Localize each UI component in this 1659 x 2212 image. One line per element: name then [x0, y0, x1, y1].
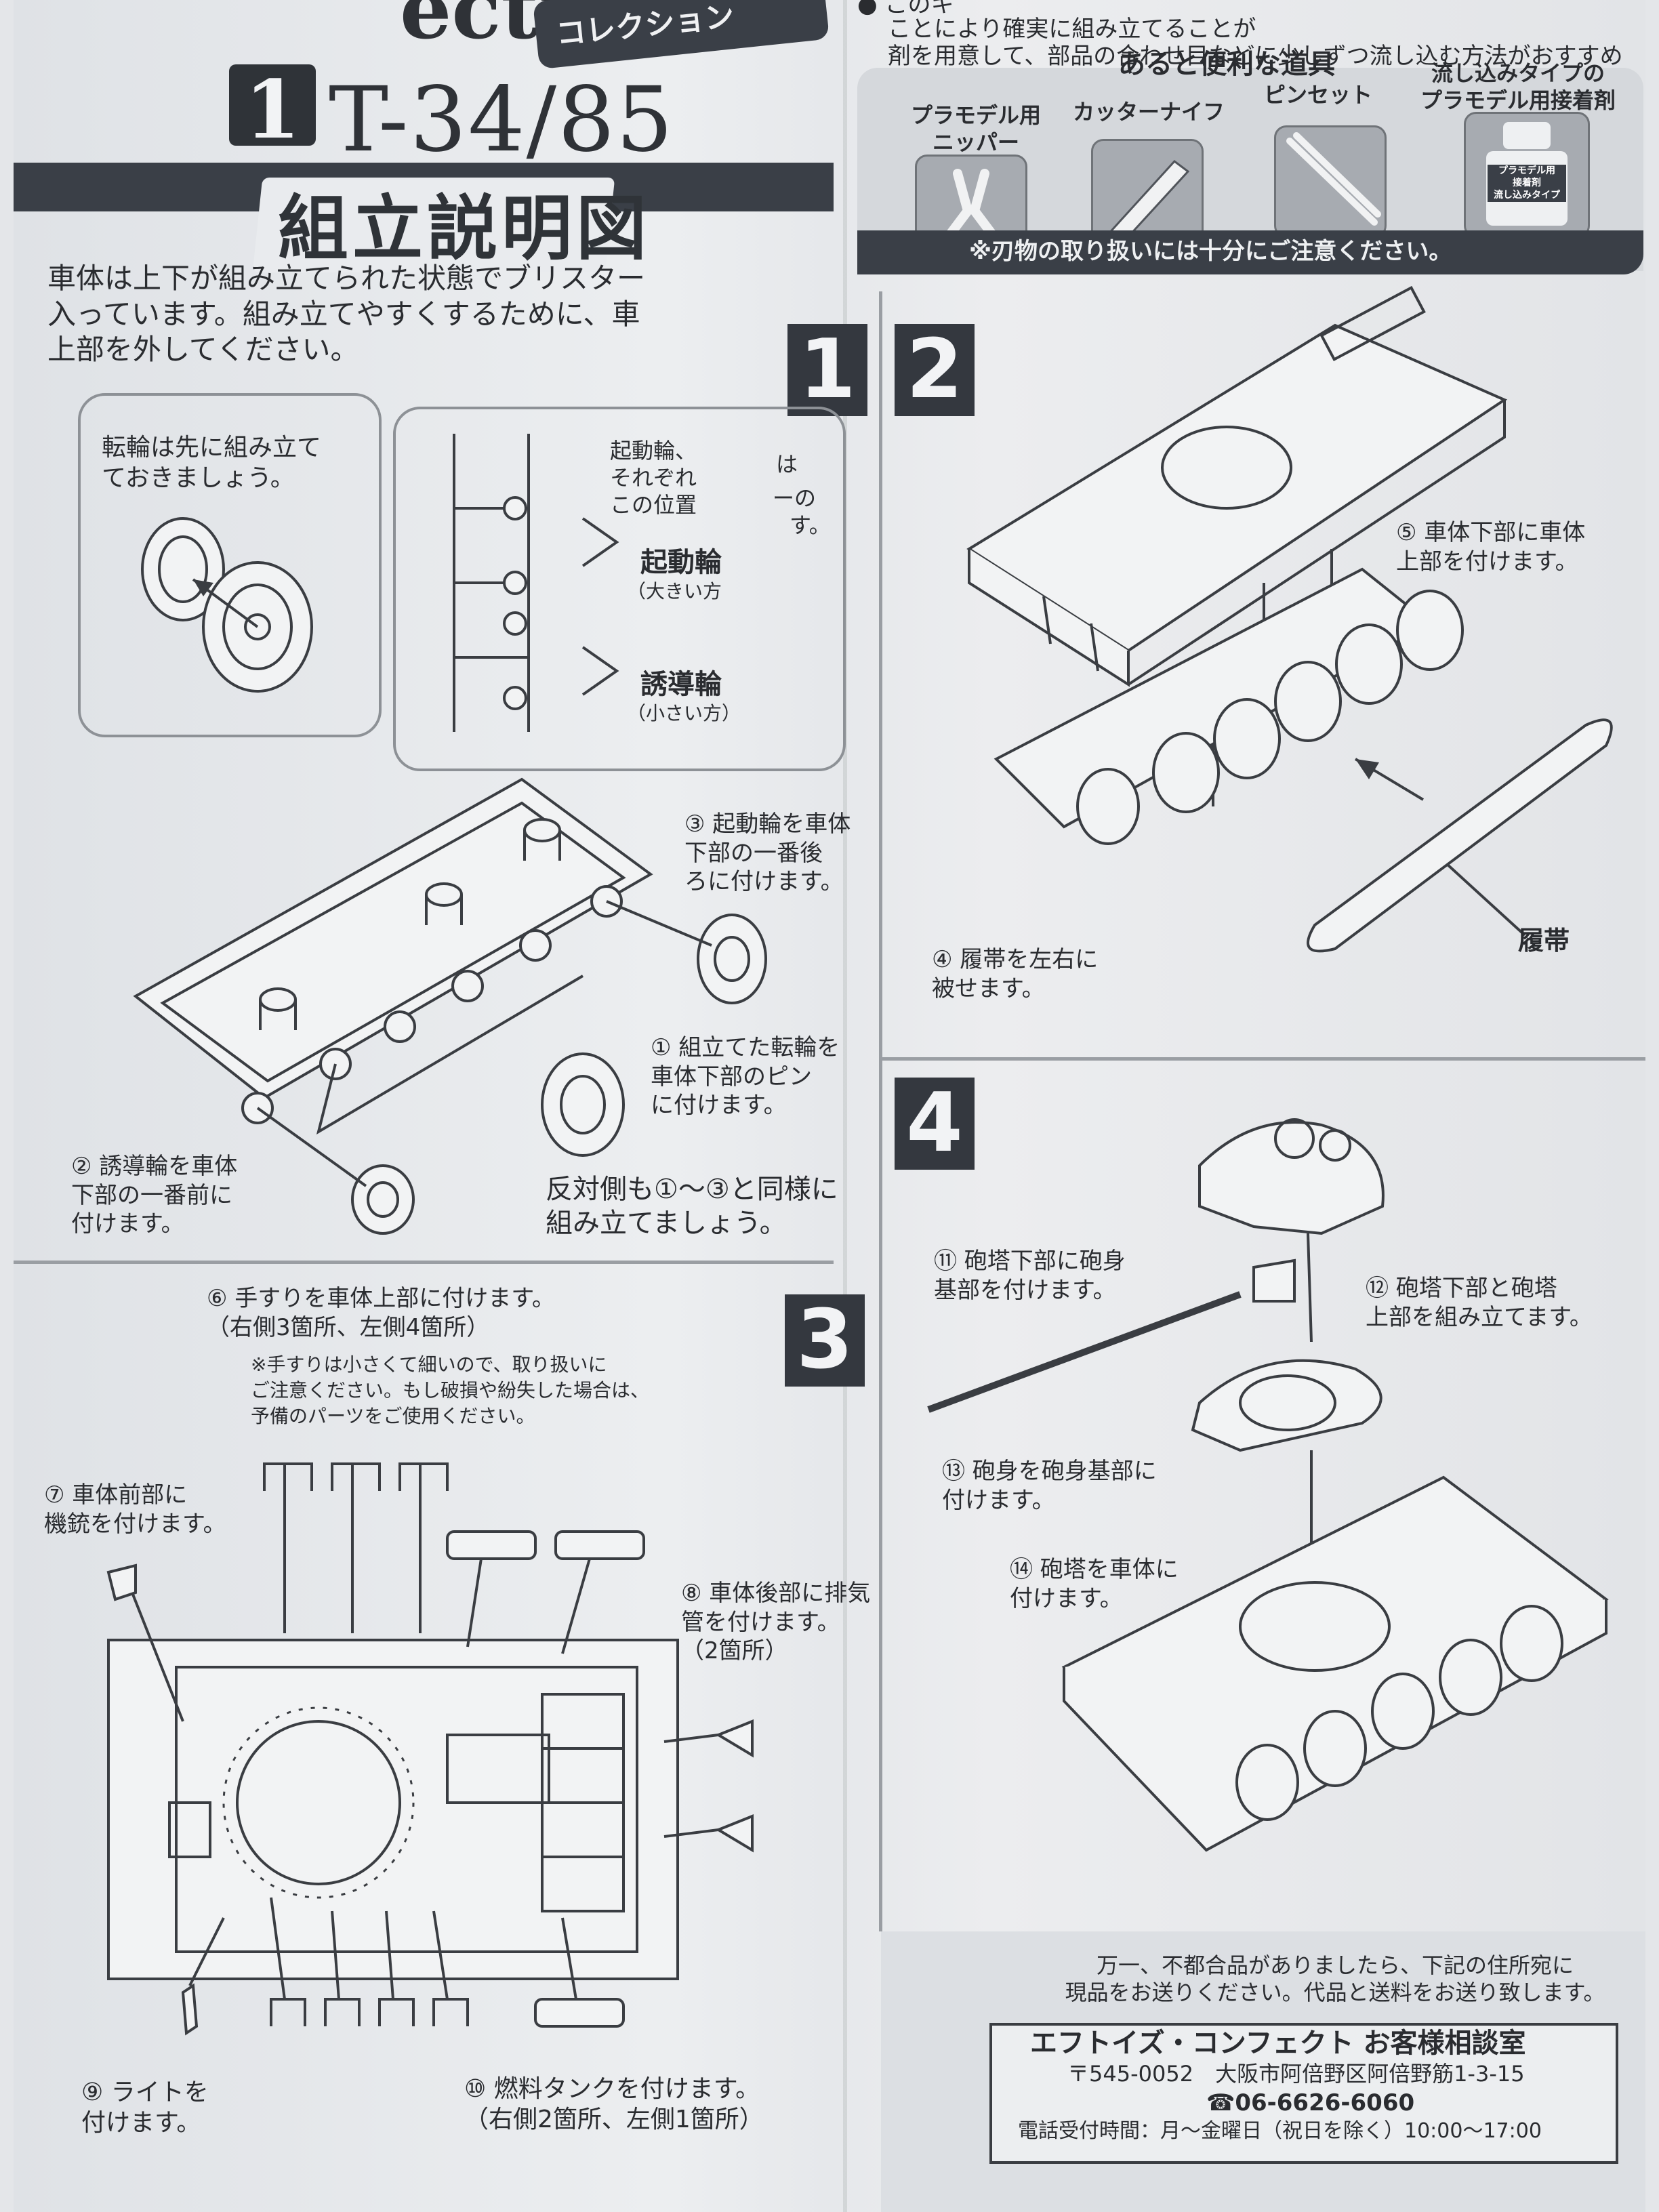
step1-instruction-2: ② 誘導輪を車体 下部の一番前に 付けます。 [71, 1153, 238, 1237]
bottle-label: プラモデル用 接着剤 流し込みタイプ [1488, 165, 1566, 202]
step1-step3-divider [14, 1261, 834, 1264]
tweezers-icon [1274, 125, 1387, 238]
step2-instruction-5: ⑤ 車体下部に車体 上部を付けます。 [1396, 519, 1586, 575]
turret-assembly-diagram [927, 1118, 1609, 1852]
sprue-note-tail-2: ーの [773, 485, 817, 511]
sprue-panel [393, 407, 846, 771]
step3-instruction-10: ⑩ 燃料タンクを付けます。 （右側2箇所、左側1箇所） [464, 2075, 764, 2133]
road-wheel-diagram [141, 517, 313, 693]
sprue-note-tail-3: す。 [790, 512, 831, 538]
step3-instruction-7: ⑦ 車体前部に 機銃を付けます。 [44, 1481, 226, 1538]
company-name: エフトイズ・コンフェクト お客様相談室 [1030, 2028, 1526, 2059]
lower-hull-diagram [133, 777, 767, 1235]
step-1-number: 1 [787, 324, 867, 416]
idler-wheel-label: 誘導輪 [640, 669, 722, 700]
step2-instruction-4: ④ 履帯を左右に 被せます。 [932, 946, 1099, 1002]
step4-instruction-11: ⑪ 砲塔下部に砲身 基部を付けます。 [934, 1248, 1126, 1304]
upper-hull-top-view-diagram [106, 1462, 754, 2036]
right-column-border [879, 291, 882, 1931]
sprue-diagram [453, 434, 530, 732]
idler-wheel-sublabel: （小さい方） [627, 702, 741, 724]
sprue-note: 起動輪、 それぞれ この位置 [610, 438, 697, 518]
center-fold [843, 0, 847, 2212]
step-2-number: 2 [895, 324, 975, 416]
step3-instruction-6: ⑥ 手すりを車体上部に付けます。 （右側3箇所、左側4箇所） [207, 1285, 555, 1341]
step3-handrail-note: ※手すりは小さくて細いので、取り扱いに ご注意ください。もし破損や紛失した場合は… [251, 1353, 650, 1427]
company-address: 〒545-0052 大阪市阿倍野区阿倍野筋1-3-15 [1067, 2061, 1525, 2087]
tool-caution: ※刃物の取り扱いには十分にご注意ください。 [969, 238, 1452, 265]
phone-hours: 電話受付時間：月～金曜日（祝日を除く）10:00～17:00 [1018, 2119, 1542, 2143]
contact-box [989, 2023, 1618, 2164]
step-3-number: 3 [785, 1294, 865, 1387]
model-number-badge [229, 64, 316, 146]
step3-instruction-8: ⑧ 車体後部に排気 管を付けます。 （2箇所） [681, 1580, 871, 1664]
step4-instruction-12: ⑫ 砲塔下部と砲塔 上部を組み立てます。 [1366, 1275, 1593, 1331]
drive-wheel-label: 起動輪 [640, 547, 722, 578]
drive-wheel-sublabel: （大きい方 [627, 580, 722, 602]
top-note-2: ことにより確実に組み立てることが [888, 16, 1256, 43]
hull-assembly-diagram [966, 285, 1613, 953]
tool-label-nipper: プラモデル用 ニッパー [910, 102, 1041, 155]
step3-instruction-9: ⑨ ライトを 付けます。 [81, 2078, 209, 2137]
tool-label-cutter: カッターナイフ [1072, 99, 1225, 125]
track-label: 履帯 [1518, 926, 1570, 956]
wheel-note-panel [78, 393, 382, 737]
model-name: T-34/85 [329, 68, 675, 172]
step1-instruction-3: ③ 起動輪を車体 下部の一番後 ろに付けます。 [684, 811, 851, 895]
step1-other-side: 反対側も①～③と同様に 組み立てましょう。 [546, 1174, 838, 1239]
caution-band [857, 230, 1643, 274]
cement-bottle-icon: プラモデル用 接着剤 流し込みタイプ [1464, 112, 1590, 238]
intro-text: 車体は上下が組み立てられた状態でブリスター 入っています。組み立てやすくするため… [47, 262, 646, 366]
assembly-title: 組立説明図 [278, 187, 651, 270]
wheel-note: 転輪は先に組み立て ておきましょう。 [102, 434, 322, 492]
tool-label-tweezers: ピンセット [1263, 82, 1372, 108]
defect-notice: 万一、不都合品がありましたら、下記の住所宛に 現品をお送りください。代品と送料を… [1065, 1952, 1605, 2005]
step-4-number: 4 [895, 1078, 975, 1170]
step1-instruction-1: ① 組立てた転輪を 車体下部のピン に付けます。 [651, 1034, 840, 1119]
sprue-pointers [581, 517, 619, 696]
sprue-note-tail-1: は [776, 451, 798, 477]
tool-label-cement: 流し込みタイプの プラモデル用接着剤 [1420, 60, 1616, 113]
tools-title: あると便利な道具 [1118, 49, 1335, 80]
step4-instruction-14: ⑭ 砲塔を車体に 付けます。 [1010, 1556, 1179, 1612]
model-number: 1 [244, 62, 301, 157]
step4-instruction-13: ⑬ 砲身を砲身基部に 付けます。 [942, 1458, 1157, 1514]
instruction-sheet: ection コレクション 1 T-34/85 組立説明図 車体は上下が組み立て… [14, 0, 1645, 2212]
step2-step4-divider [881, 1057, 1645, 1061]
top-note-1: ● このキ [857, 0, 954, 18]
company-phone: ☎06-6626-6060 [1206, 2089, 1415, 2116]
bottle-cap [1503, 122, 1551, 149]
